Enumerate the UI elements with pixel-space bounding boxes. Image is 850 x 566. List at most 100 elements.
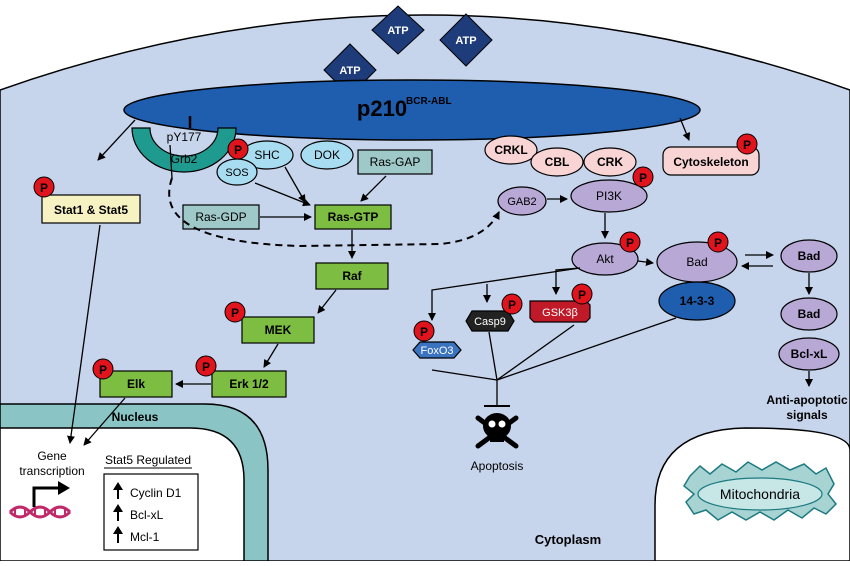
bad-free-label: Bad bbox=[798, 249, 821, 263]
svg-text:P: P bbox=[99, 363, 107, 377]
target-cyclin-d1: Cyclin D1 bbox=[130, 486, 182, 500]
akt-node bbox=[571, 242, 639, 276]
atp-diamond: ATP bbox=[371, 5, 425, 55]
phospho-badge: P bbox=[195, 355, 217, 377]
dok-label: DOK bbox=[314, 148, 340, 162]
svg-text:P: P bbox=[626, 236, 634, 250]
crkl-node bbox=[484, 135, 538, 165]
phospho-badge: P bbox=[619, 231, 641, 253]
gene-line1: Gene bbox=[37, 449, 67, 463]
ras-gdp-box bbox=[182, 204, 260, 230]
p210-label: p210 bbox=[357, 96, 407, 121]
cbl-node bbox=[530, 147, 584, 177]
ras-gtp-box bbox=[314, 204, 392, 230]
bcr-abl-membrane bbox=[123, 79, 701, 141]
mitochondria-region bbox=[654, 427, 850, 562]
dok-node bbox=[300, 140, 354, 170]
sos-label: SOS bbox=[225, 167, 248, 179]
ras-gdp-label: Ras-GDP bbox=[195, 210, 246, 224]
svg-text:P: P bbox=[40, 181, 48, 195]
gab2-label: GAB2 bbox=[507, 196, 536, 208]
svg-text:P: P bbox=[420, 325, 428, 339]
svg-text:P: P bbox=[743, 138, 751, 152]
svg-text:ATP: ATP bbox=[455, 35, 476, 47]
svg-text:P: P bbox=[508, 298, 516, 312]
bcl-xl-label: Bcl-xL bbox=[791, 347, 828, 361]
ras-gap-label: Ras-GAP bbox=[370, 155, 421, 169]
py177-label: pY177 bbox=[167, 130, 202, 144]
mek-label: MEK bbox=[265, 323, 292, 337]
pi3k-node bbox=[570, 179, 648, 213]
bad-bound-label: Bad bbox=[798, 307, 821, 321]
gab2-node bbox=[497, 186, 547, 216]
anti-apoptotic-line2: signals bbox=[786, 408, 828, 422]
bad-free-node bbox=[780, 239, 838, 273]
grb2-label: Grb2 bbox=[171, 152, 198, 166]
mitochondria-label: Mitochondria bbox=[720, 486, 800, 502]
crkl-label: CRKL bbox=[494, 143, 527, 157]
ras-gap-box bbox=[357, 149, 433, 175]
phospho-badge: P bbox=[413, 320, 435, 342]
cytoskeleton-box bbox=[662, 146, 760, 176]
bcr-abl-superscript: BCR-ABL bbox=[406, 96, 452, 107]
up-arrow-icon bbox=[113, 504, 123, 521]
bad-bound-node bbox=[780, 297, 838, 331]
stat-label: Stat1 & Stat5 bbox=[54, 203, 128, 217]
phospho-badge: P bbox=[92, 358, 114, 380]
stat-box bbox=[41, 194, 141, 224]
bad-label: Bad bbox=[686, 255, 707, 269]
ras-gtp-label: Ras-GTP bbox=[328, 210, 379, 224]
cbl-label: CBL bbox=[545, 155, 570, 169]
up-arrow-icon bbox=[113, 482, 123, 499]
pathway-arrows bbox=[66, 117, 813, 446]
bcl-xl-node bbox=[778, 337, 840, 371]
target-mcl-1: Mcl-1 bbox=[130, 530, 160, 544]
erk-box bbox=[211, 370, 287, 398]
protein-14-3-3-label: 14-3-3 bbox=[680, 294, 715, 308]
phospho-badge: P bbox=[501, 293, 523, 315]
raf-box bbox=[315, 262, 389, 290]
gene-line2: transcription bbox=[19, 464, 84, 478]
stat5-regulated-title: Stat5 Regulated bbox=[105, 453, 191, 467]
svg-text:P: P bbox=[234, 143, 242, 157]
pi3k-label: PI3K bbox=[596, 189, 622, 203]
crk-node bbox=[583, 147, 637, 177]
mek-box bbox=[241, 316, 315, 344]
gsk3b-node: GSK3β bbox=[529, 300, 591, 323]
cytoplasm-label: Cytoplasm bbox=[535, 532, 601, 547]
svg-text:ATP: ATP bbox=[339, 65, 360, 77]
svg-text:P: P bbox=[202, 360, 210, 374]
phospho-badge: P bbox=[707, 231, 729, 253]
phospho-badge: P bbox=[227, 138, 249, 160]
svg-text:P: P bbox=[231, 306, 239, 320]
svg-text:P: P bbox=[578, 288, 586, 302]
foxo3-node: FoxO3 bbox=[412, 341, 462, 359]
phospho-badge: P bbox=[224, 301, 246, 323]
elk-label: Elk bbox=[127, 377, 145, 391]
svg-text:P: P bbox=[639, 171, 647, 185]
anti-apoptotic-line1: Anti-apoptotic bbox=[766, 393, 848, 407]
raf-label: Raf bbox=[342, 269, 362, 283]
skull-crossbones-icon bbox=[475, 413, 519, 449]
up-arrow-icon bbox=[113, 526, 123, 543]
phospho-badge: P bbox=[33, 176, 55, 198]
dna-helix-icon bbox=[8, 505, 72, 519]
gsk3b-label: GSK3β bbox=[542, 307, 578, 319]
phospho-badge: P bbox=[632, 166, 654, 188]
casp9-label: Casp9 bbox=[474, 316, 506, 328]
casp9-node: Casp9 bbox=[465, 310, 515, 332]
phospho-badge: P bbox=[736, 133, 758, 155]
apoptosis-label: Apoptosis bbox=[471, 459, 524, 473]
nucleus-label: Nucleus bbox=[112, 410, 159, 424]
cytoskeleton-label: Cytoskeleton bbox=[673, 155, 748, 169]
erk-label: Erk 1/2 bbox=[229, 377, 269, 391]
transcription-start-icon bbox=[32, 481, 70, 507]
akt-label: Akt bbox=[596, 252, 614, 266]
crk-label: CRK bbox=[597, 155, 623, 169]
phospho-badge: P bbox=[571, 283, 593, 305]
target-bcl-xl: Bcl-xL bbox=[130, 508, 164, 522]
svg-text:P: P bbox=[714, 236, 722, 250]
protein-14-3-3-node bbox=[658, 281, 736, 321]
atp-diamond: ATP bbox=[439, 13, 493, 67]
